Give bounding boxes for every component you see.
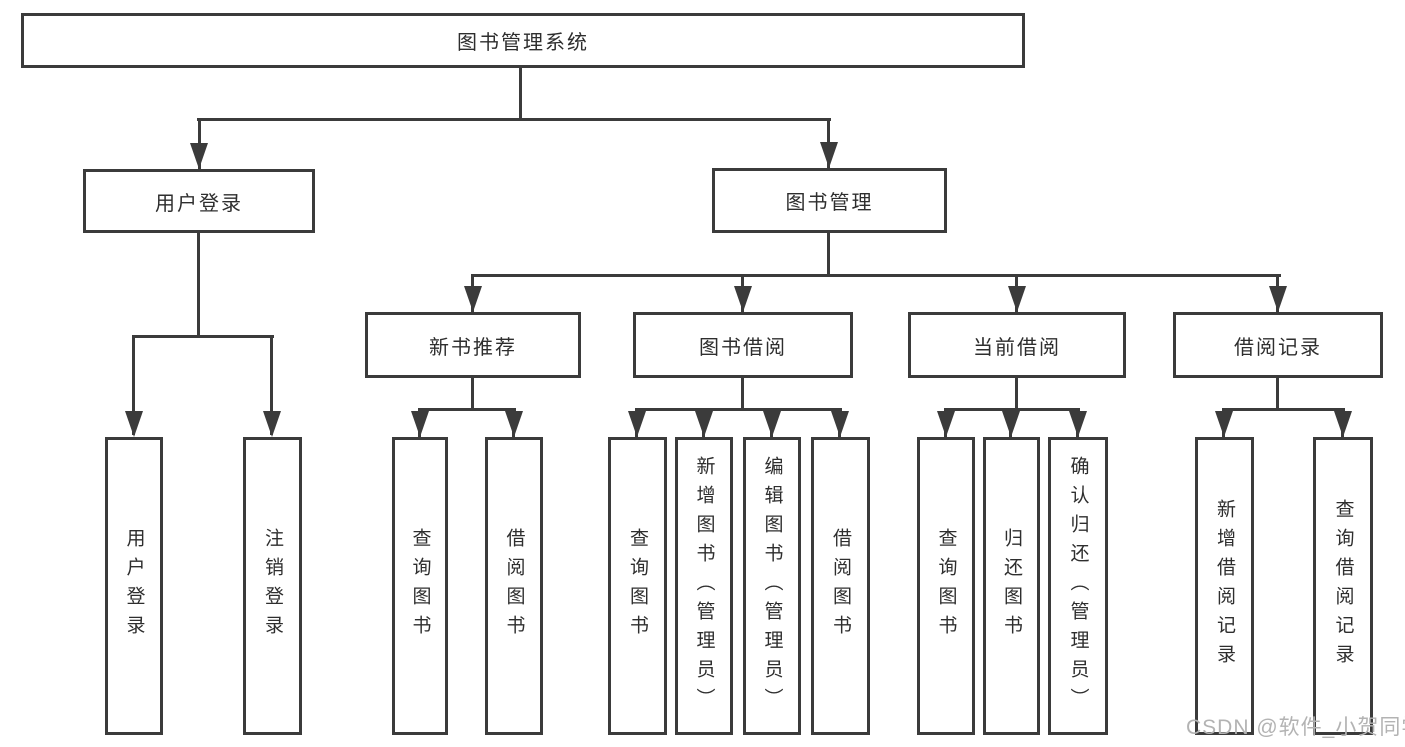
arrow-down-icon (464, 286, 482, 312)
leaf-return-books-label: 归还图书 (1001, 528, 1022, 644)
node-new-book-recommendation-label: 新书推荐 (429, 336, 517, 359)
leaf-query-books-borrowing-label: 查询图书 (627, 528, 648, 644)
arrow-down-icon (1334, 411, 1352, 437)
node-book-borrowing-label: 图书借阅 (699, 336, 787, 359)
node-root: 图书管理系统 (21, 13, 1025, 68)
leaf-query-borrow-record-label: 查询借阅记录 (1332, 499, 1354, 673)
node-book-management-label: 图书管理 (785, 192, 874, 214)
connector-line (1276, 378, 1279, 408)
connector-line (635, 408, 842, 411)
leaf-query-books-recommend: 查询图书 (392, 437, 448, 735)
arrow-down-icon (820, 142, 838, 168)
arrow-down-icon (937, 411, 955, 437)
leaf-edit-books-admin-label: 编辑图书（管理员） (761, 455, 783, 717)
arrow-down-icon (831, 411, 849, 437)
leaf-add-borrow-record-label: 新增借阅记录 (1214, 499, 1235, 673)
arrow-down-icon (1008, 286, 1026, 312)
connector-line (471, 274, 1281, 277)
connector-line (132, 335, 135, 435)
arrow-down-icon (1269, 286, 1287, 312)
node-book-management: 图书管理 (712, 168, 947, 233)
connector-line (197, 233, 200, 335)
leaf-add-books-admin-label: 新增图书（管理员） (693, 455, 715, 717)
connector-line (827, 233, 830, 274)
node-user-login: 用户登录 (83, 169, 315, 233)
arrow-down-icon (1215, 411, 1233, 437)
arrow-down-icon (125, 411, 143, 437)
arrow-down-icon (190, 143, 208, 169)
leaf-borrow-books-borrowing: 借阅图书 (811, 437, 870, 735)
arrow-down-icon (695, 411, 713, 437)
leaf-edit-books-admin: 编辑图书（管理员） (743, 437, 801, 735)
leaf-query-books-current: 查询图书 (917, 437, 975, 735)
connector-line (270, 335, 273, 435)
leaf-user-login: 用户登录 (105, 437, 163, 735)
arrow-down-icon (505, 411, 523, 437)
arrow-down-icon (1069, 411, 1087, 437)
connector-line (471, 378, 474, 408)
connector-line (197, 118, 831, 121)
node-new-book-recommendation: 新书推荐 (365, 312, 581, 378)
node-root-label: 图书管理系统 (457, 32, 589, 54)
arrow-down-icon (411, 411, 429, 437)
leaf-query-books-recommend-label: 查询图书 (409, 528, 431, 644)
arrow-down-icon (1002, 411, 1020, 437)
leaf-borrow-books-recommend-label: 借阅图书 (503, 528, 525, 644)
leaf-borrow-books-recommend: 借阅图书 (485, 437, 543, 735)
leaf-user-login-label: 用户登录 (123, 528, 145, 644)
connector-line (1015, 378, 1018, 408)
leaf-logout: 注销登录 (243, 437, 302, 735)
node-book-borrowing: 图书借阅 (633, 312, 853, 378)
arrow-down-icon (628, 411, 646, 437)
leaf-confirm-return-admin: 确认归还（管理员） (1048, 437, 1108, 735)
leaf-return-books: 归还图书 (983, 437, 1040, 735)
node-current-borrowing: 当前借阅 (908, 312, 1126, 378)
connector-line (944, 408, 1080, 411)
connector-line (1222, 408, 1345, 411)
node-user-login-label: 用户登录 (155, 192, 243, 215)
arrow-down-icon (263, 411, 281, 437)
node-borrowing-records: 借阅记录 (1173, 312, 1383, 378)
leaf-query-books-borrowing: 查询图书 (608, 437, 667, 735)
csdn-watermark: CSDN @软件_小贺同学 (1186, 716, 1405, 739)
leaf-add-borrow-record: 新增借阅记录 (1195, 437, 1254, 735)
connector-line (519, 68, 522, 118)
leaf-confirm-return-admin-label: 确认归还（管理员） (1067, 455, 1089, 717)
node-borrowing-records-label: 借阅记录 (1234, 336, 1322, 359)
arrow-down-icon (763, 411, 781, 437)
leaf-query-borrow-record: 查询借阅记录 (1313, 437, 1373, 735)
connector-line (418, 408, 516, 411)
arrow-down-icon (734, 286, 752, 312)
leaf-add-books-admin: 新增图书（管理员） (675, 437, 733, 735)
node-current-borrowing-label: 当前借阅 (973, 336, 1061, 359)
leaf-borrow-books-borrowing-label: 借阅图书 (830, 528, 851, 644)
leaf-query-books-current-label: 查询图书 (935, 528, 957, 644)
connector-line (741, 378, 744, 408)
connector-line (132, 335, 274, 338)
leaf-logout-label: 注销登录 (262, 528, 283, 644)
